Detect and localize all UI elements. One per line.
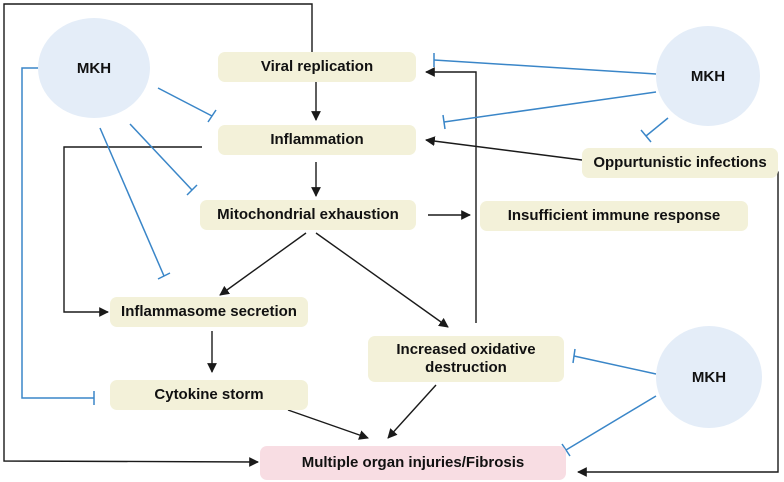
edge-oxidative-to-viral [425,67,477,323]
inhibit-bar-oppurtunistic [640,129,652,143]
node-inflammasome-secretion: Inflammasome secretion [110,297,308,327]
mkh-label: MKH [690,67,726,85]
edge-mito-to-inflammasome [219,232,307,296]
mkh-label: MKH [691,368,727,386]
node-multiple-organ-injuries: Multiple organ injuries/Fibrosis [260,446,566,480]
node-cytokine-storm: Cytokine storm [110,380,308,410]
mkh-label: MKH [76,59,112,77]
inhibit-bar-inflammation-right [442,114,446,130]
inhibit-bar-inflammasome [157,272,171,280]
inhibit-bar-oxidative [572,348,576,364]
inhibit-bar-organ [561,443,571,457]
mkh-circle-top-left: MKH [38,18,150,118]
node-inflammation: Inflammation [218,125,416,155]
node-mitochondrial-exhaustion: Mitochondrial exhaustion [200,200,416,230]
inhibit-bar-mitochondrial [186,184,198,196]
mkh-circle-bottom-right: MKH [656,326,762,428]
inhibit-mkh-left-to-inflammation [157,87,213,117]
edge-loop-to-inflammation-and-inflammasome [63,146,202,317]
inhibit-mkh-right-to-oppurtunistic [645,117,669,137]
edge-oxidative-to-organ [387,384,437,439]
inhibit-mkh-left-to-cytokine [21,67,94,399]
node-increased-oxidative-destruction: Increased oxidative destruction [368,336,564,382]
node-viral-replication: Viral replication [218,52,416,82]
edge-oppurtunistic-to-inflammation [425,136,583,161]
inhibit-mkh-right-to-inflammation [443,91,657,123]
node-oppurtunistic-infections: Oppurtunistic infections [582,148,778,178]
inhibit-bar-inflammation [207,109,217,123]
inhibit-mkh-right-to-viral [433,59,657,75]
edge-outer-loop-to-organ [3,3,313,467]
inhibit-mkh-bottom-to-oxidative [573,355,657,375]
node-insufficient-immune-response: Insufficient immune response [480,201,748,231]
edge-cytokine-to-organ [287,409,369,440]
mkh-circle-top-right: MKH [656,26,760,126]
inhibit-mkh-bottom-to-organ [565,395,657,451]
edge-mito-to-oxidative [315,232,449,328]
inhibit-mkh-left-to-inflammasome [99,127,165,277]
inhibit-mkh-left-to-mitochondrial [129,123,193,191]
